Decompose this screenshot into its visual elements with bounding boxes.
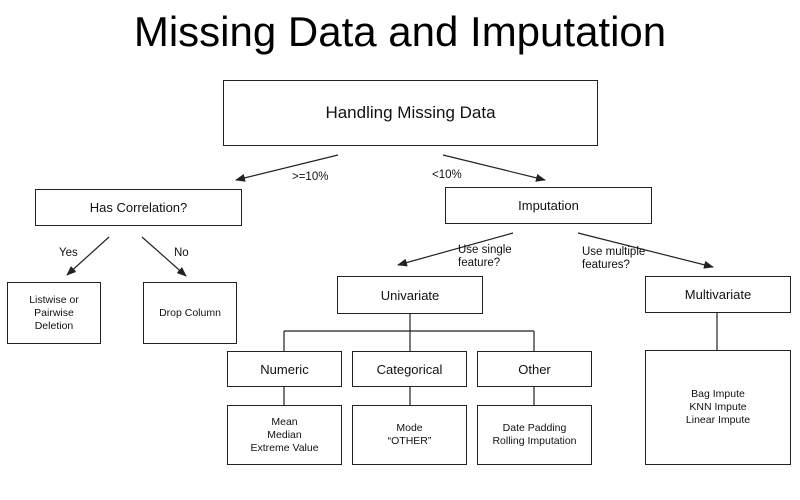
arrow-correlation-to-listwise [66, 236, 110, 276]
edge-label-ge10: >=10% [292, 171, 329, 183]
node-drop-column: Drop Column [143, 282, 237, 344]
node-listwise-deletion: Listwise or Pairwise Deletion [7, 282, 101, 344]
node-label: Date Padding Rolling Imputation [492, 422, 577, 447]
node-categorical-methods: Mode “OTHER” [352, 405, 467, 465]
edge-label-multiple-features: Use multiple features? [582, 246, 646, 271]
node-label: Handling Missing Data [325, 103, 496, 122]
arrow-correlation-to-drop [141, 236, 187, 277]
node-label: Multivariate [684, 287, 752, 302]
node-label: Other [518, 361, 551, 377]
node-label: Drop Column [159, 306, 221, 319]
node-label: Bag Impute KNN Impute Linear Impute [685, 388, 751, 426]
node-imputation: Imputation [445, 187, 652, 224]
edge-label-yes: Yes [59, 247, 78, 259]
node-other-methods: Date Padding Rolling Imputation [477, 405, 592, 465]
edge-label-no: No [174, 247, 189, 259]
node-has-correlation: Has Correlation? [35, 189, 242, 226]
node-label: Univariate [380, 287, 440, 303]
arrow-root-to-has-correlation [235, 154, 339, 182]
node-categorical: Categorical [352, 351, 467, 387]
node-label: Has Correlation? [89, 200, 188, 215]
arrow-imputation-to-univariate [397, 232, 514, 267]
node-univariate: Univariate [337, 276, 483, 314]
node-label: Categorical [376, 361, 443, 377]
node-label: Listwise or Pairwise Deletion [29, 293, 79, 332]
page-title: Missing Data and Imputation [133, 8, 667, 55]
arrow-root-to-imputation [442, 154, 546, 182]
edge-label-single-feature: Use single feature? [458, 244, 512, 269]
node-label: Imputation [518, 198, 579, 213]
node-multivariate: Multivariate [645, 276, 791, 313]
node-other: Other [477, 351, 592, 387]
node-label: Mode “OTHER” [387, 422, 432, 447]
node-numeric-methods: Mean Median Extreme Value [227, 405, 342, 465]
node-multivariate-methods: Bag Impute KNN Impute Linear Impute [645, 350, 791, 465]
node-handling-missing-data: Handling Missing Data [223, 80, 598, 146]
node-label: Mean Median Extreme Value [250, 415, 319, 454]
arrow-imputation-to-multivariate [577, 232, 714, 269]
node-numeric: Numeric [227, 351, 342, 387]
edge-label-lt10: <10% [432, 169, 462, 181]
node-label: Numeric [260, 361, 309, 377]
